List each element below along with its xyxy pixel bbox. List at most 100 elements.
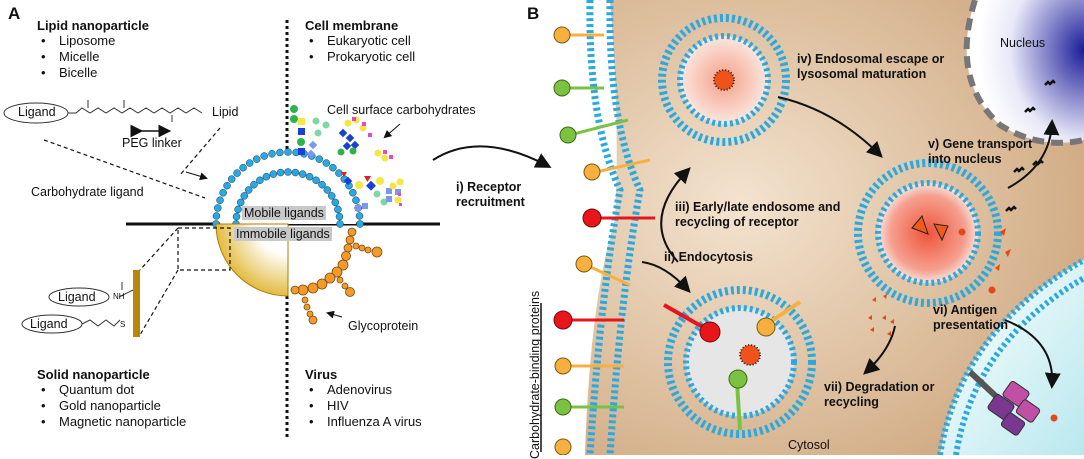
arrow-iv (777, 96, 883, 158)
lipid-head (244, 186, 253, 194)
lipid-head (336, 220, 344, 228)
mhc-complex (967, 369, 1058, 436)
lipid-head (250, 180, 258, 189)
lipid-head (349, 189, 357, 197)
lipid-head (355, 212, 364, 220)
lipid-item: Micelle (37, 49, 149, 65)
lipid-head (269, 170, 278, 178)
virus-item: Influenza A virus (305, 414, 422, 430)
cell-surface-carbohydrates-label: Cell surface carbohydrates (327, 103, 476, 117)
ligand-label-top: Ligand (18, 105, 56, 119)
step-vi-line1: vi) Antigen (933, 303, 998, 317)
gold-surface-bar (133, 270, 140, 337)
lipid-head (276, 148, 284, 157)
step-vii-line2: recycling (824, 395, 879, 409)
neighbour-cell (940, 260, 1084, 455)
lipid-label: Lipid (212, 105, 239, 119)
membrane-receptors (553, 26, 655, 455)
receptor-recruitment-arrow (432, 145, 552, 168)
step-v-line1: v) Gene transport (928, 137, 1033, 151)
step-iv-line2: lysosomal maturation (797, 67, 927, 81)
endosome-ii-bottom (663, 286, 816, 438)
solid-item: Quantum dot (37, 382, 186, 398)
step-iv-line1: iv) Endosomal escape or (797, 52, 945, 66)
lysosome-v (854, 159, 1002, 307)
lipid-head (312, 176, 320, 185)
nucleus (966, 0, 1084, 143)
step-i-line1: i) Receptor (456, 180, 522, 194)
lipid-head (331, 198, 340, 207)
lipid-head (291, 168, 300, 177)
arrow-ii (641, 261, 691, 293)
arrow-vi (1004, 319, 1061, 389)
lipid-head (239, 163, 247, 172)
step-v-line2: into nucleus (928, 152, 1002, 166)
glycoprotein-label: Glycoprotein (348, 319, 419, 333)
step-iv-label: iv) Endosomal escape or lysosomal matura… (797, 52, 944, 82)
virus-block: Virus Adenovirus HIV Influenza A virus (305, 367, 422, 430)
solid-item: Gold nanoparticle (37, 398, 186, 414)
lipid-head (334, 205, 342, 214)
lipid-head (323, 186, 332, 194)
panel-b-letter: B (527, 4, 540, 23)
solid-nanoparticle-title: Solid nanoparticle (37, 367, 150, 382)
lipid-head (298, 170, 307, 178)
lipid-head (268, 150, 276, 158)
lipid-head (260, 152, 268, 160)
virus-title: Virus (305, 367, 338, 382)
lipid-head (318, 180, 326, 189)
ligand-label-thiol: Ligand (30, 317, 68, 331)
lipid-head (352, 196, 360, 204)
lipid-head (212, 212, 221, 220)
ligand-oval-amide (48, 287, 110, 307)
lipid-head (276, 168, 285, 177)
mobile-ligands-label: Mobile ligands (242, 206, 326, 220)
virus-item: HIV (305, 398, 422, 414)
lipid-item: Liposome (37, 33, 149, 49)
nucleus-label: Nucleus (1000, 36, 1046, 50)
lipid-head (262, 172, 271, 181)
solid-item: Magnetic nanoparticle (37, 414, 186, 430)
cell-membrane-item: Prokaryotic cell (305, 49, 415, 65)
lipid-head (356, 220, 364, 228)
cell-surface-carbohydrates (290, 105, 404, 211)
s-label: S (120, 320, 126, 329)
lipid-head (322, 159, 331, 167)
step-i-label: i) Receptor recruitment (456, 180, 525, 210)
step-vii-line1: vii) Degradation or (824, 380, 935, 394)
arrow-v (1007, 119, 1060, 189)
endosome-iv-top (658, 14, 790, 146)
carbohydrate-ligand-label: Carbohydrate ligand (31, 185, 144, 199)
cell-membrane-title: Cell membrane (305, 18, 399, 33)
immobile-ligands-label: Immobile ligands (234, 227, 332, 241)
lipid-item: Bicelle (37, 65, 149, 81)
antigen-fragments (868, 228, 1011, 336)
lipid-head (284, 148, 292, 156)
carbohydrate-binding-proteins-label: Carbohydrate-binding proteins (528, 290, 542, 459)
lipid-head (315, 155, 323, 163)
plasma-membrane-inner (606, 0, 644, 455)
cell-membrane-block: Cell membrane Eukaryotic cell Prokaryoti… (305, 18, 415, 65)
ligand-label-amide: Ligand (58, 290, 96, 304)
solid-nanoparticle-block: Solid nanoparticle Quantum dot Gold nano… (37, 367, 186, 430)
lipid-head (335, 212, 344, 221)
peg-linker-label: PEG linker (122, 136, 182, 150)
lipid-head (327, 192, 336, 200)
peg-linker-structure (3, 100, 203, 138)
step-vii-label: vii) Degradation or recycling (824, 380, 934, 410)
lipid-head (223, 181, 231, 190)
cell-membrane-item: Eukaryotic cell (305, 33, 415, 49)
lipid-head (214, 204, 222, 212)
lipid-nanoparticle-block: Lipid nanoparticle Liposome Micelle Bice… (37, 18, 149, 81)
lipid-head (219, 189, 227, 197)
nuclear-envelope (963, 0, 1084, 146)
lipid-head (305, 172, 314, 181)
lipid-head (216, 196, 224, 204)
panel-a-letter: A (8, 4, 21, 23)
lipid-head (236, 198, 245, 207)
lipid-head (245, 159, 254, 167)
lipid-head (335, 169, 343, 177)
lipid-head (233, 169, 241, 177)
step-iii-label: iii) Early/late endosome and recycling o… (675, 200, 840, 230)
